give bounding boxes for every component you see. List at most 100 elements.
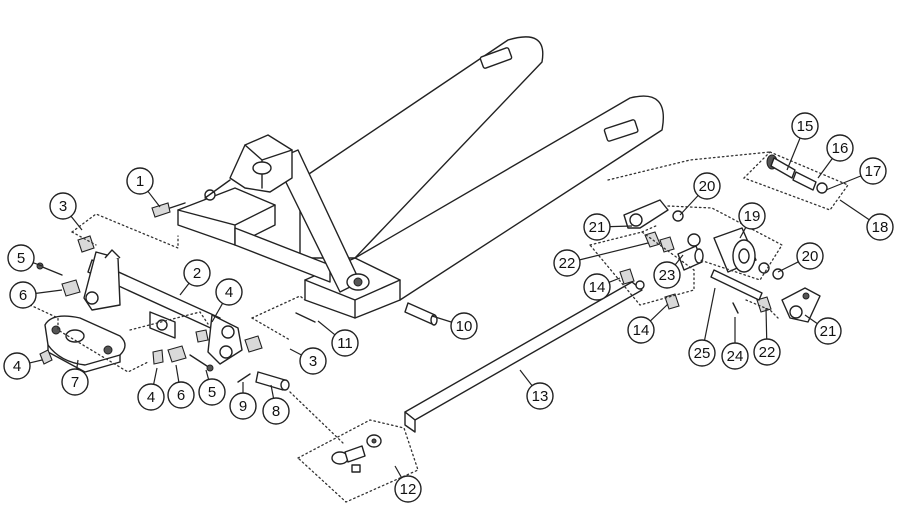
callout-22: 22 [753, 338, 781, 366]
part-kit-12 [331, 434, 382, 473]
callout-circle [738, 202, 766, 230]
callout-9: 9 [229, 392, 257, 420]
part-plate-7 [44, 315, 126, 373]
kit-outlines [29, 151, 850, 503]
part-rod-11 [295, 312, 316, 323]
callout-circle [198, 378, 226, 406]
sleeve-16 [792, 171, 817, 191]
bushing-3b [244, 335, 263, 353]
callout-leader-20 [679, 195, 699, 216]
callout-1: 1 [126, 167, 154, 195]
callout-leader-15 [786, 137, 801, 171]
callout-circle [9, 281, 37, 309]
callout-number: 5 [208, 384, 216, 401]
fork-tine-back-slot [479, 47, 513, 69]
bushing-3a [77, 235, 95, 253]
callout-leader-5 [205, 369, 210, 380]
callout-6: 6 [9, 281, 37, 309]
callout-circle [526, 382, 554, 410]
washer-20a [672, 210, 701, 247]
frame-cross-tube [234, 227, 331, 283]
pin-8 [255, 371, 290, 391]
callout-circle [627, 316, 655, 344]
fork-tine-front-slot [603, 119, 639, 142]
callout-circle [229, 392, 257, 420]
callout-number: 21 [589, 219, 606, 236]
callout-number: 11 [337, 335, 353, 352]
callout-number: 14 [589, 279, 606, 296]
callout-leader-14 [649, 303, 669, 322]
callout-16: 16 [826, 134, 854, 162]
callout-leader-20 [777, 261, 799, 273]
callout-leader-13 [519, 369, 533, 387]
callout-number: 8 [272, 403, 280, 420]
callout-leader-23 [674, 254, 684, 266]
callout-leader-25 [703, 287, 716, 341]
callout-leader-21 [609, 225, 633, 228]
callout-leader-21 [804, 314, 818, 325]
callout-10: 10 [450, 312, 478, 340]
callout-leader-22 [765, 307, 768, 340]
part-pin-10 [404, 302, 438, 326]
callout-circle [61, 368, 89, 396]
fitting-grease-4c [195, 329, 209, 343]
callout-leader-14 [608, 277, 621, 283]
pin-9 [237, 373, 251, 383]
screw-5a [36, 262, 63, 276]
callout-circle [137, 383, 165, 411]
callout-leader-5 [32, 262, 43, 267]
callout-number: 14 [633, 322, 650, 339]
part-roller-19 [713, 227, 757, 273]
callout-number: 6 [19, 287, 27, 304]
callout-24: 24 [721, 342, 749, 370]
washer-17 [816, 182, 828, 194]
spring-6a [61, 279, 81, 297]
callout-circle [791, 112, 819, 140]
callout-number: 25 [694, 345, 711, 362]
callout-leader-2 [179, 282, 190, 296]
fitting-grease-4b [152, 349, 164, 365]
callout-number: 10 [456, 318, 473, 335]
callout-leader-17 [825, 175, 862, 191]
callout-number: 2 [193, 265, 201, 282]
callout-leaders [29, 137, 870, 478]
callout-number: 7 [71, 374, 79, 391]
callout-circle [331, 329, 359, 357]
callout-number: 13 [532, 388, 549, 405]
callout-leader-18 [839, 199, 870, 221]
fork-tine-front [354, 95, 664, 301]
callout-circle [394, 475, 422, 503]
callout-circle [183, 259, 211, 287]
part-bolt-1 [151, 202, 186, 218]
callout-4: 4 [3, 352, 31, 380]
bushing-22a [644, 231, 675, 253]
callout-5: 5 [7, 244, 35, 272]
callout-leader-4 [153, 367, 158, 385]
screw-5b [189, 354, 214, 372]
callout-number: 6 [177, 387, 185, 404]
callout-number: 4 [225, 284, 233, 301]
callout-number: 22 [759, 344, 776, 361]
callout-4: 4 [215, 278, 243, 306]
callout-circle [859, 157, 887, 185]
callout-number: 1 [136, 173, 144, 190]
callout-circle [653, 261, 681, 289]
callout-20: 20 [693, 172, 721, 200]
callout-leader-12 [394, 465, 403, 478]
callout-circle [583, 273, 611, 301]
callout-18: 18 [866, 213, 894, 241]
callout-circle [3, 352, 31, 380]
callout-number: 4 [13, 358, 21, 375]
callout-3: 3 [49, 192, 77, 220]
callout-23: 23 [653, 261, 681, 289]
fork-frame [177, 36, 664, 319]
callout-2: 2 [183, 259, 211, 287]
callout-circle [866, 213, 894, 241]
callout-circle [583, 213, 611, 241]
pin-15 [766, 154, 796, 179]
callout-leader-22 [579, 242, 649, 261]
bushing-22b [756, 296, 772, 313]
callout-number: 20 [699, 178, 716, 195]
callout-number: 9 [239, 398, 247, 415]
